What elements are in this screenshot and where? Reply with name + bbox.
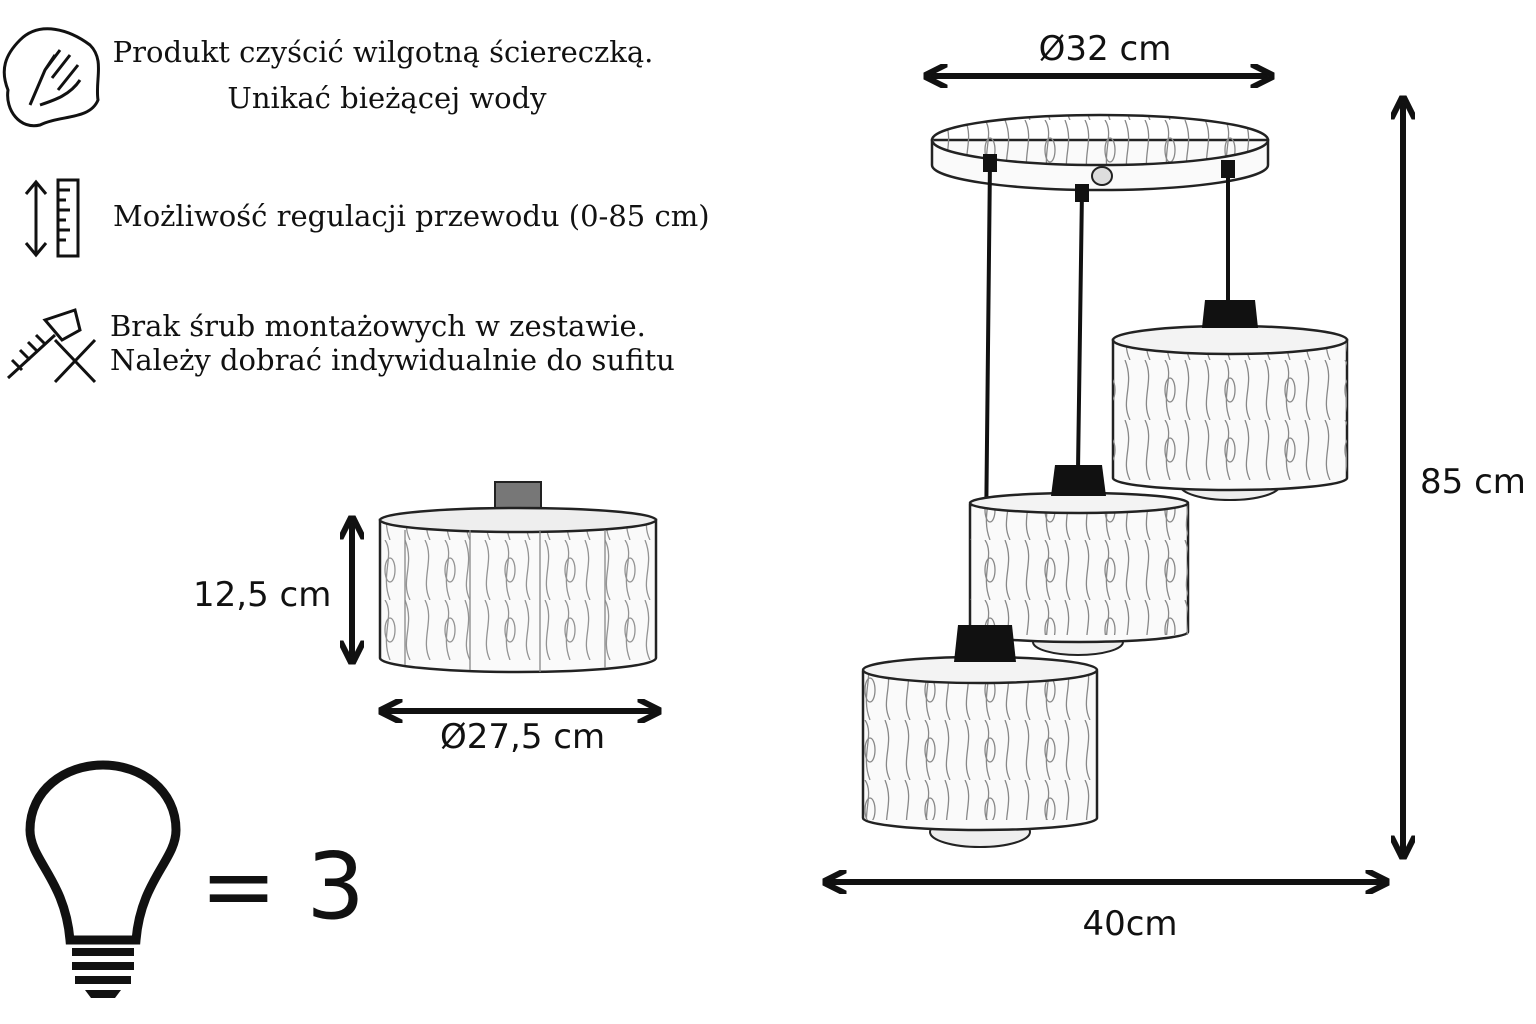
screw-crossed-icon <box>6 308 97 384</box>
single-shade-illustration <box>378 481 658 674</box>
shade-diameter-label: Ø27,5 cm <box>440 717 605 757</box>
ruler-icon <box>24 178 80 258</box>
cleaning-line-2: Unikać bieżącej wody <box>227 81 547 115</box>
screws-line-1: Brak śrub montażowych w zestawie. <box>110 309 646 343</box>
bulb-icon <box>25 760 181 998</box>
height-label: 85 cm <box>1420 462 1526 502</box>
bulb-count: = 3 <box>200 833 365 940</box>
canopy-diameter-label: Ø32 cm <box>1039 29 1172 69</box>
cleaning-line-1: Produkt czyścić wilgotną ściereczką. <box>113 35 654 69</box>
screws-line-2: Należy dobrać indywidualnie do sufitu <box>110 343 675 377</box>
cable-text: Możliwość regulacji przewodu (0-85 cm) <box>113 199 710 233</box>
pendant-lamp-illustration <box>861 113 1349 848</box>
width-label: 40cm <box>1082 904 1177 944</box>
hand-wipe-icon <box>2 27 100 128</box>
shade-height-label: 12,5 cm <box>193 575 331 615</box>
